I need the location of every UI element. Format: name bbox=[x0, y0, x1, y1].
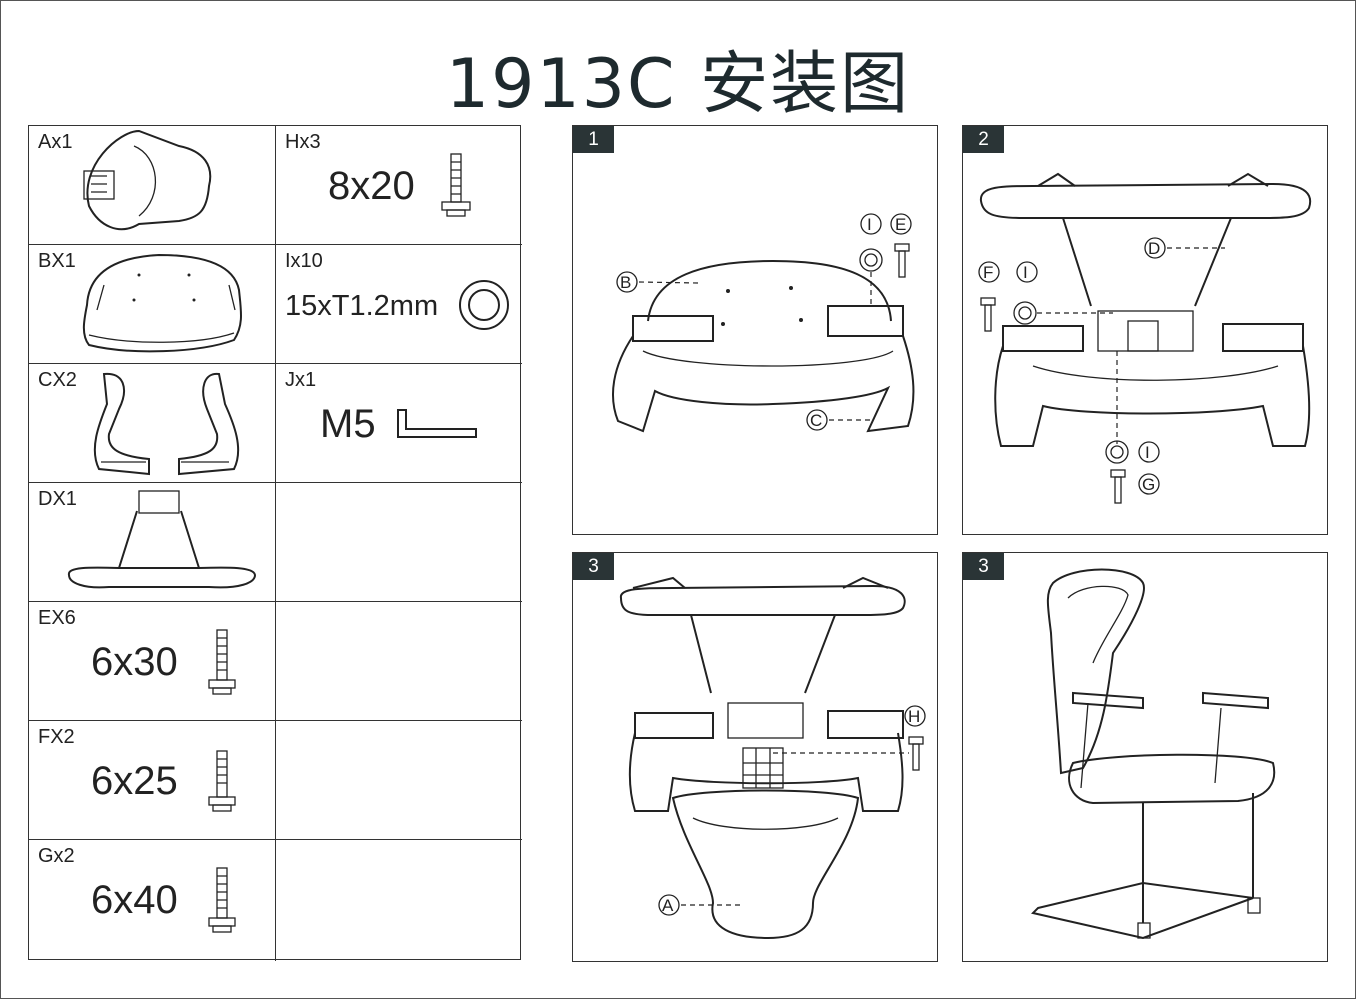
part-spec: 6x25 bbox=[91, 759, 178, 803]
step-number: 1 bbox=[573, 126, 614, 153]
page-title: 1913C 安装图 bbox=[445, 45, 911, 124]
part-cell-h: Hx3 8x20 bbox=[276, 126, 522, 245]
part-spec: M5 bbox=[320, 402, 376, 446]
part-cell-i: Ix10 15xT1.2mm bbox=[276, 245, 522, 364]
part-code: Jx1 bbox=[285, 369, 317, 391]
bolt-icon bbox=[441, 153, 471, 217]
callout-label: E bbox=[895, 215, 906, 234]
bolt-icon bbox=[208, 750, 236, 812]
allen-key-icon bbox=[397, 409, 477, 438]
callout-label: B bbox=[620, 273, 631, 292]
part-cell-j: Jx1 M5 bbox=[276, 364, 522, 483]
part-code: Ix10 bbox=[285, 250, 323, 272]
part-cell-a: Ax1 bbox=[29, 126, 276, 245]
callout-label: D bbox=[1148, 239, 1160, 258]
callout-label: C bbox=[810, 411, 822, 430]
seat-b-illustration bbox=[82, 253, 242, 353]
bolt-icon bbox=[208, 867, 236, 933]
part-spec: 15xT1.2mm bbox=[285, 290, 439, 322]
step-1-seat-assembly: B C I E bbox=[612, 213, 915, 433]
callout-label: I bbox=[1023, 263, 1028, 282]
part-cell-d: DX1 bbox=[29, 483, 276, 602]
callout-label: I bbox=[867, 215, 872, 234]
part-code: Hx3 bbox=[285, 131, 321, 153]
callout-label: G bbox=[1142, 475, 1155, 494]
callout-label: H bbox=[908, 707, 920, 726]
bolt-icon bbox=[208, 629, 236, 695]
step-panel-4: 3 bbox=[962, 552, 1328, 962]
chair-base-a-illustration bbox=[83, 129, 212, 231]
part-spec: 6x40 bbox=[91, 878, 178, 922]
empty-cell bbox=[276, 602, 522, 721]
step-3-armrest-assembly: H A bbox=[619, 576, 926, 940]
part-code: Gx2 bbox=[38, 845, 75, 867]
step-panel-1: 1 B C I E bbox=[572, 125, 938, 535]
backrest-frame-d-illustration bbox=[68, 490, 257, 589]
step-number: 3 bbox=[573, 553, 614, 580]
step-2-backrest-assembly: D F I I G bbox=[978, 172, 1312, 504]
step-panel-3: 3 H A bbox=[572, 552, 938, 962]
part-spec: 6x30 bbox=[91, 640, 178, 684]
part-code: FX2 bbox=[38, 726, 75, 748]
part-cell-f: FX2 6x25 bbox=[29, 721, 276, 840]
part-code: EX6 bbox=[38, 607, 76, 629]
part-cell-c: CX2 bbox=[29, 364, 276, 483]
washer-icon bbox=[459, 280, 509, 330]
finished-chair-illustration bbox=[1031, 568, 1276, 940]
callout-label: A bbox=[662, 896, 674, 915]
part-cell-b: BX1 bbox=[29, 245, 276, 364]
step-number: 2 bbox=[963, 126, 1004, 153]
part-code: BX1 bbox=[38, 250, 76, 272]
part-code: DX1 bbox=[38, 488, 77, 510]
legs-c-illustration bbox=[93, 372, 240, 476]
part-code: CX2 bbox=[38, 369, 77, 391]
parts-table: Ax1 BX1 CX2 DX1 bbox=[28, 125, 522, 961]
part-cell-g: Gx2 6x40 bbox=[29, 840, 276, 961]
empty-cell bbox=[276, 840, 522, 961]
callout-label: F bbox=[983, 263, 993, 282]
part-cell-e: EX6 6x30 bbox=[29, 602, 276, 721]
callout-label: I bbox=[1145, 443, 1150, 462]
part-code: Ax1 bbox=[38, 131, 73, 153]
empty-cell bbox=[276, 721, 522, 840]
step-number: 3 bbox=[963, 553, 1004, 580]
part-spec: 8x20 bbox=[328, 164, 415, 208]
step-panel-2: 2 D F I I G bbox=[962, 125, 1328, 535]
empty-cell bbox=[276, 483, 522, 602]
